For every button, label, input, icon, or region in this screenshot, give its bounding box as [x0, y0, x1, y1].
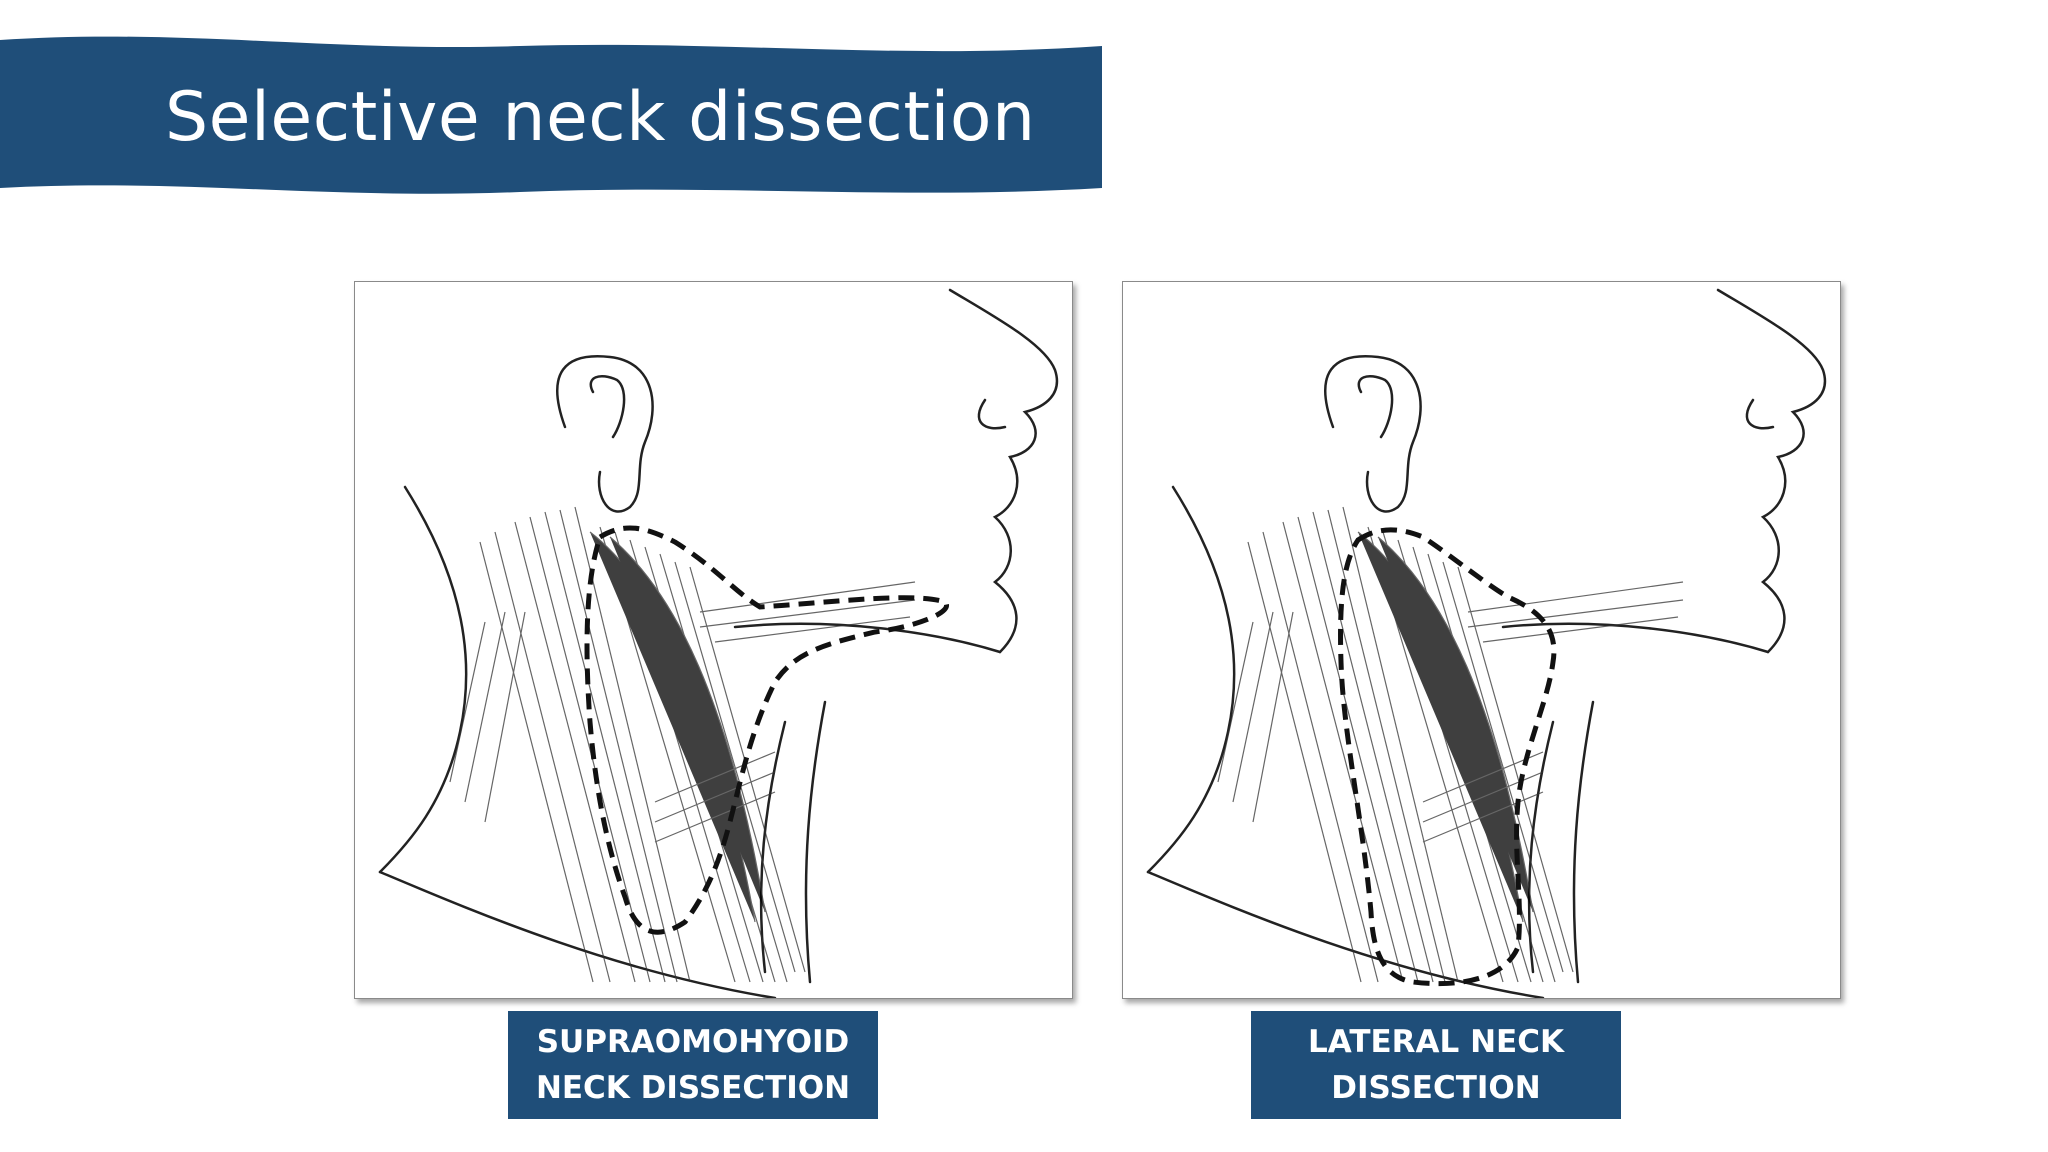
lateral-neck-caption: LATERAL NECK DISSECTION: [1251, 1011, 1621, 1119]
caption-line: NECK DISSECTION: [535, 1070, 851, 1106]
title-banner: [0, 36, 1102, 194]
neck-anatomy-drawing: [1146, 288, 1826, 998]
neck-anatomy-drawing: [378, 288, 1058, 998]
caption-line: DISSECTION: [1331, 1070, 1541, 1106]
supraomohyoid-illustration: [354, 281, 1073, 999]
slide-title: Selective neck dissection: [165, 78, 1036, 157]
caption-line: LATERAL NECK: [1308, 1024, 1564, 1060]
supraomohyoid-caption: SUPRAOMOHYOID NECK DISSECTION: [508, 1011, 878, 1119]
lateral-neck-illustration: [1122, 281, 1841, 999]
caption-line: SUPRAOMOHYOID: [536, 1024, 850, 1060]
